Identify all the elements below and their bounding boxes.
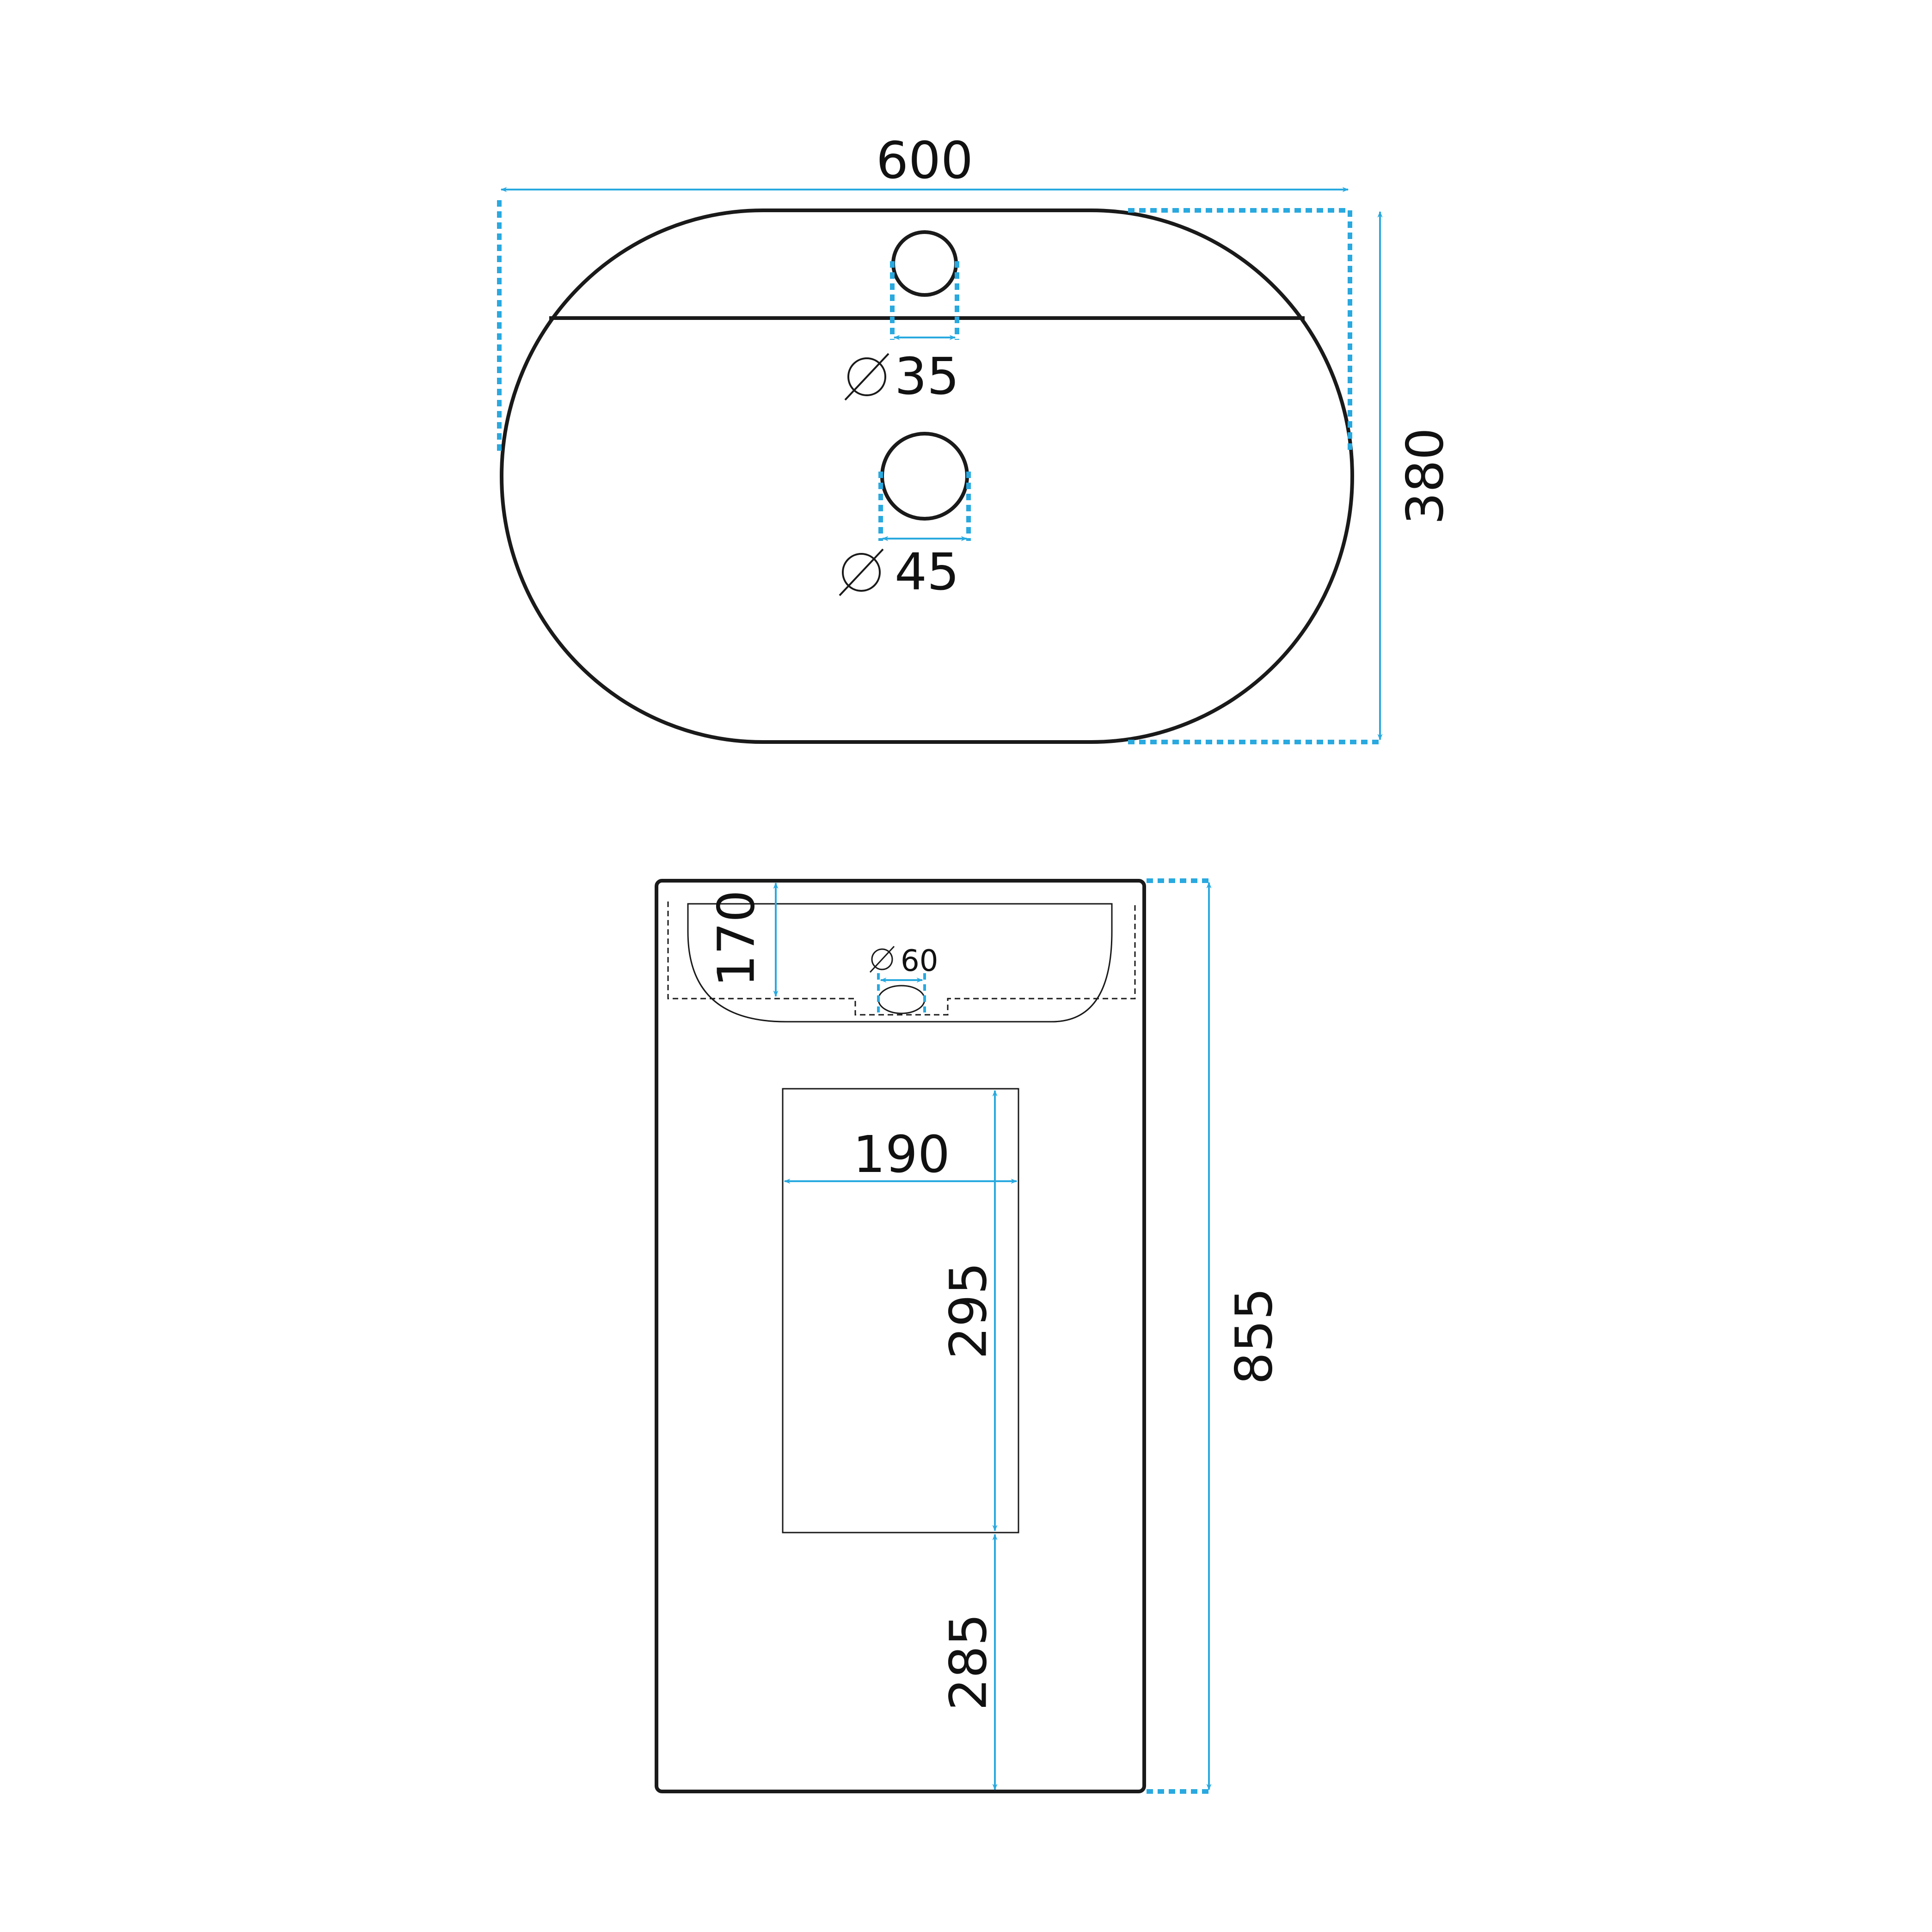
diameter-symbol-icon xyxy=(869,945,895,973)
width-extension-right xyxy=(1128,208,1352,451)
front-view: 170 60 190 295 285 855 xyxy=(655,878,1283,1794)
inner-panel xyxy=(782,1088,1019,1533)
panel-width-label: 190 xyxy=(853,1125,950,1184)
basin-outline xyxy=(500,209,1354,744)
drain-outlet xyxy=(877,985,926,1014)
basin-bowl xyxy=(687,903,1113,1023)
panel-bottom-label: 285 xyxy=(938,1613,998,1711)
basin-depth-label: 170 xyxy=(706,890,766,987)
width-label: 600 xyxy=(876,131,973,190)
drain-hole xyxy=(880,432,969,521)
pedestal-outline xyxy=(655,879,1146,1793)
tap-hole xyxy=(891,230,958,297)
drain-label: 60 xyxy=(901,944,938,978)
panel-height-label: 295 xyxy=(938,1262,998,1359)
top-view: 600 380 35 45 xyxy=(497,131,1454,744)
hidden-bowl-line xyxy=(667,902,1136,1016)
diameter-symbol-icon xyxy=(839,548,884,596)
depth-label: 380 xyxy=(1395,428,1454,525)
tap-hole-label: 35 xyxy=(895,347,959,406)
drain-hole-label: 45 xyxy=(895,542,959,601)
diameter-symbol-icon xyxy=(844,353,889,401)
height-label: 855 xyxy=(1224,1288,1283,1385)
